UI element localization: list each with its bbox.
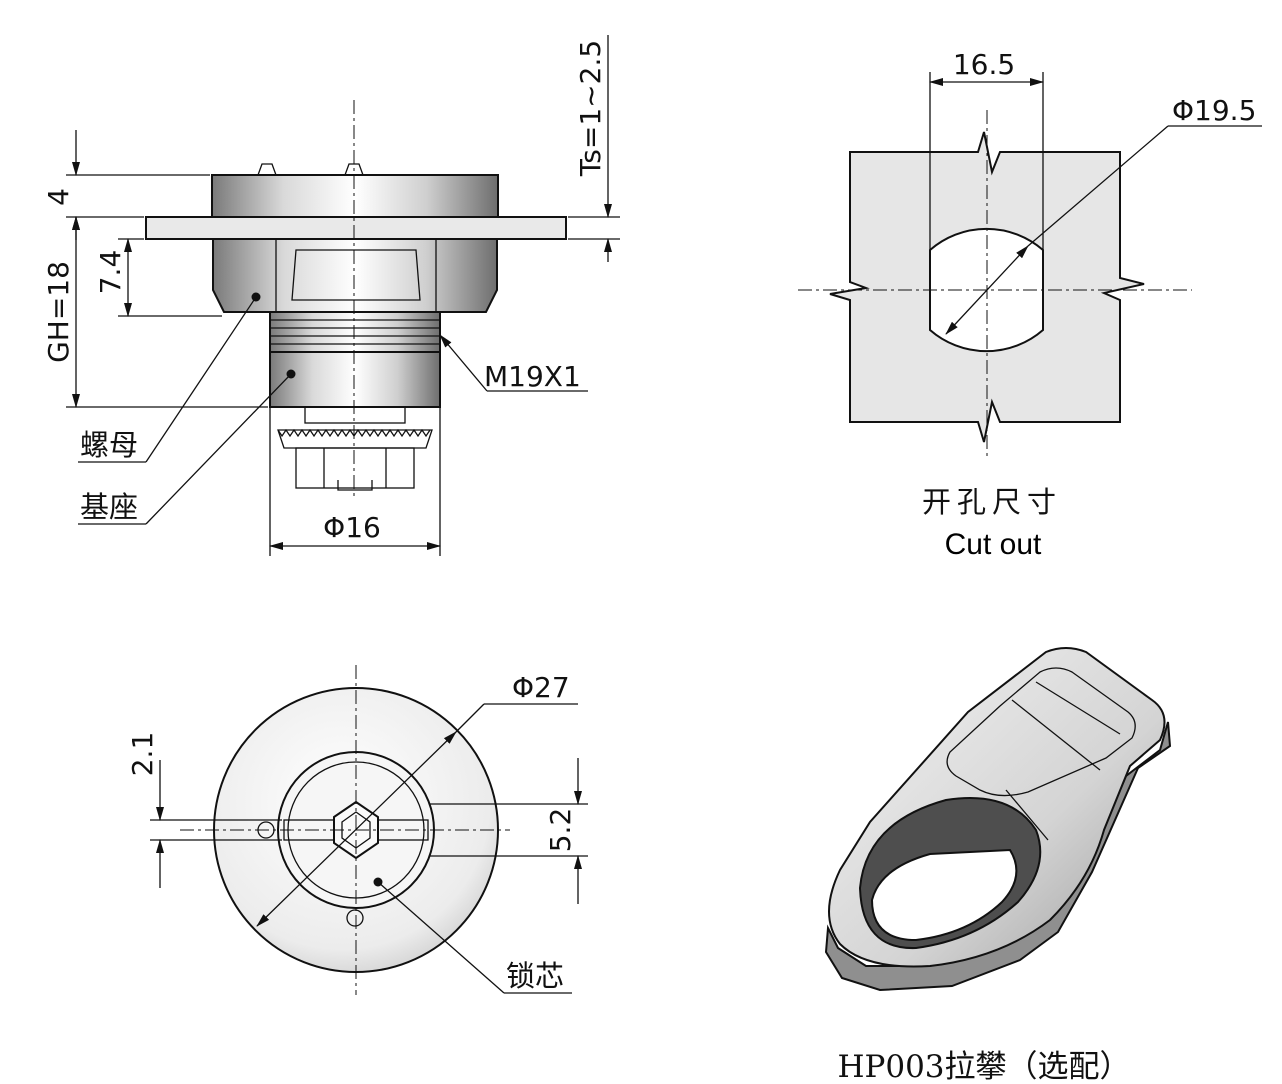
label-base: 基座 (80, 490, 138, 524)
thread-section (269, 311, 441, 353)
dim-grip-height: GH=18 (42, 261, 75, 363)
cutout-view: 16.5 Φ19.5 开孔尺寸 Cut out (798, 48, 1262, 561)
label-core: 锁芯 (506, 959, 564, 993)
dim-nut-height: 7.4 (94, 250, 127, 295)
handle-slot (870, 848, 1018, 942)
cutout-caption-en: Cut out (945, 528, 1042, 561)
label-nut: 螺母 (80, 428, 138, 462)
hex-nut (212, 238, 498, 313)
dim-thread: M19X1 (484, 360, 581, 393)
top-cap (211, 174, 499, 218)
dim-panel-thickness: Ts=1~2.5 (574, 40, 607, 177)
accessory-handle: HP003拉攀（选配） (824, 647, 1172, 1084)
base-body (269, 351, 441, 408)
front-view: Φ27 2.1 5.2 锁芯 (126, 665, 588, 995)
top-pin (257, 163, 277, 176)
side-view: 4 GH=18 7.4 Ts=1~2.5 M19X1 螺母 基座 Φ16 (42, 35, 620, 556)
cutout-caption-cn: 开孔尺寸 (922, 485, 1062, 519)
lock-nut (295, 447, 415, 489)
dim-body-diameter: Φ16 (323, 511, 381, 544)
panel-plate (145, 216, 567, 240)
dim-cutout-width: 16.5 (953, 48, 1015, 81)
dim-top-thickness: 4 (42, 188, 75, 206)
dim-offset: 2.1 (126, 732, 159, 777)
dim-outer-diameter: Φ27 (512, 671, 570, 704)
accessory-caption: HP003拉攀（选配） (837, 1049, 1130, 1084)
dim-cutout-diameter: Φ19.5 (1172, 94, 1256, 127)
top-pin (344, 163, 364, 176)
dim-key-width: 5.2 (544, 808, 577, 853)
